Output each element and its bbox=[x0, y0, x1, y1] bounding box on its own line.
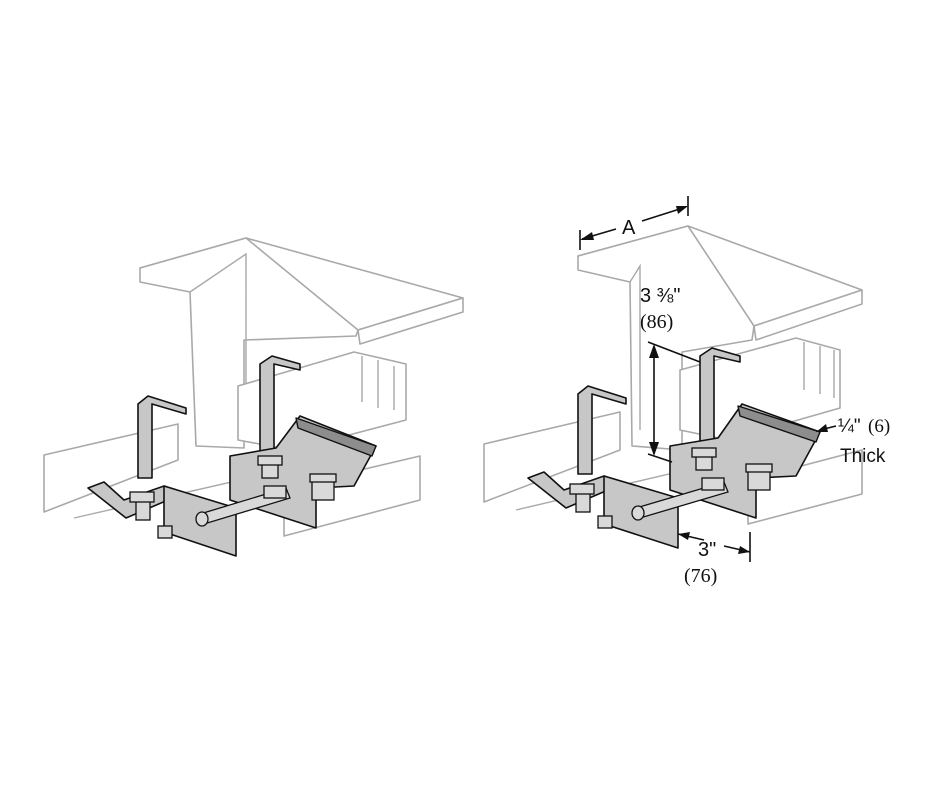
dimension-a-label: A bbox=[622, 217, 636, 239]
right-assembly: A 3 ⅜" (86) ¼" (6) Thick 3" bbox=[483, 196, 890, 587]
bolts-left bbox=[129, 455, 337, 539]
i-beam-left bbox=[139, 237, 464, 449]
thickness-label-metric: (6) bbox=[868, 416, 890, 437]
bolts-right bbox=[569, 447, 773, 529]
length-label-metric: (76) bbox=[684, 565, 717, 587]
left-assembly bbox=[43, 237, 464, 557]
dimension-length: 3" (76) bbox=[677, 532, 751, 587]
thickness-label-word: Thick bbox=[840, 446, 886, 467]
dimension-a: A bbox=[579, 196, 689, 250]
thickness-label-imperial: ¼" bbox=[838, 416, 861, 437]
height-label-imperial: 3 ⅜" bbox=[640, 285, 680, 307]
dimension-height: 3 ⅜" (86) bbox=[640, 285, 701, 463]
dimension-thickness: ¼" (6) Thick bbox=[816, 416, 890, 467]
length-label-imperial: 3" bbox=[698, 539, 716, 561]
height-label-metric: (86) bbox=[640, 311, 673, 333]
i-beam-right bbox=[577, 225, 863, 451]
